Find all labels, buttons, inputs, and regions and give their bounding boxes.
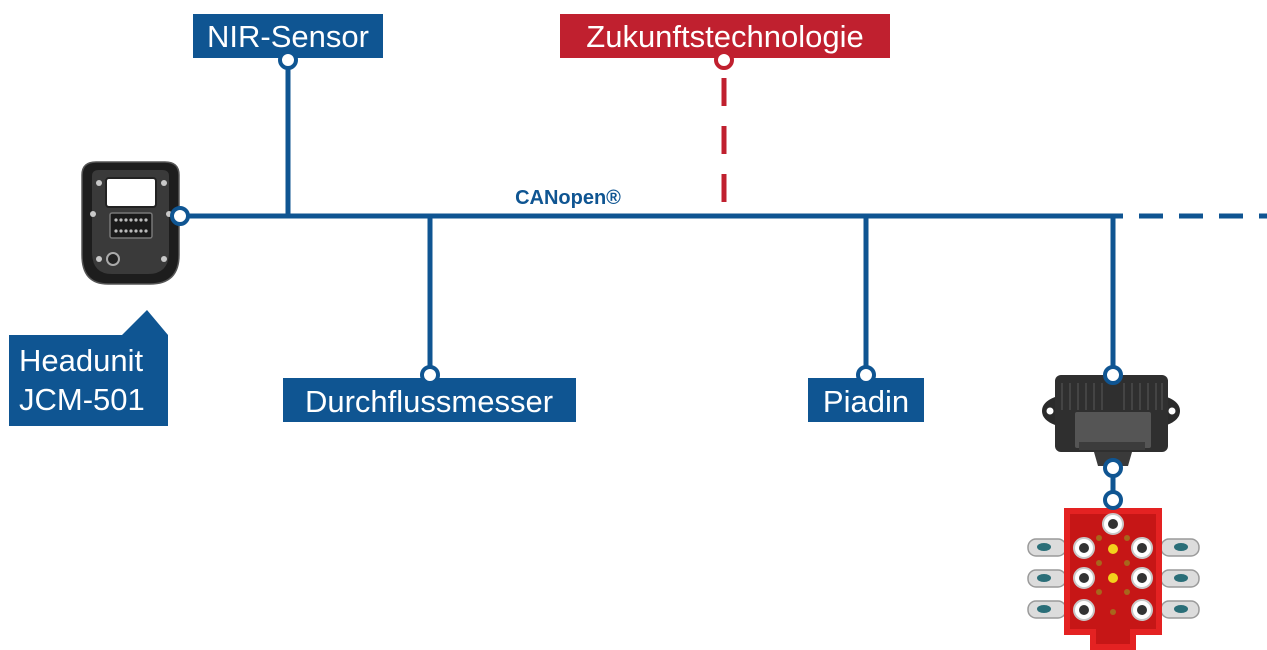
headunit-device-icon bbox=[81, 161, 180, 285]
future-tech-text: Zukunftstechnologie bbox=[586, 19, 863, 54]
connector-valve-block bbox=[1103, 490, 1123, 510]
connector-headunit bbox=[170, 206, 190, 226]
connector-control-module-top bbox=[1103, 365, 1123, 385]
connector-control-module-bottom bbox=[1103, 458, 1123, 478]
control-module-icon bbox=[1042, 375, 1180, 466]
connector-future-tech bbox=[714, 50, 734, 70]
piadin-text: Piadin bbox=[823, 384, 909, 419]
piadin-label: Piadin bbox=[808, 378, 924, 422]
flowmeter-label: Durchflussmesser bbox=[283, 378, 576, 422]
connector-piadin bbox=[856, 365, 876, 385]
headunit-text-line2: JCM-501 bbox=[19, 382, 145, 417]
connector-nir-sensor bbox=[278, 50, 298, 70]
nir-sensor-label: NIR-Sensor bbox=[193, 14, 383, 58]
bus-label: CANopen® bbox=[515, 187, 621, 209]
headunit-text-line1: Headunit bbox=[19, 343, 143, 378]
nir-sensor-text: NIR-Sensor bbox=[207, 19, 369, 54]
hydraulic-valve-block-icon bbox=[1027, 508, 1200, 650]
flowmeter-text: Durchflussmesser bbox=[305, 384, 553, 419]
headunit-label: Headunit JCM-501 bbox=[9, 310, 168, 426]
connector-flowmeter bbox=[420, 365, 440, 385]
